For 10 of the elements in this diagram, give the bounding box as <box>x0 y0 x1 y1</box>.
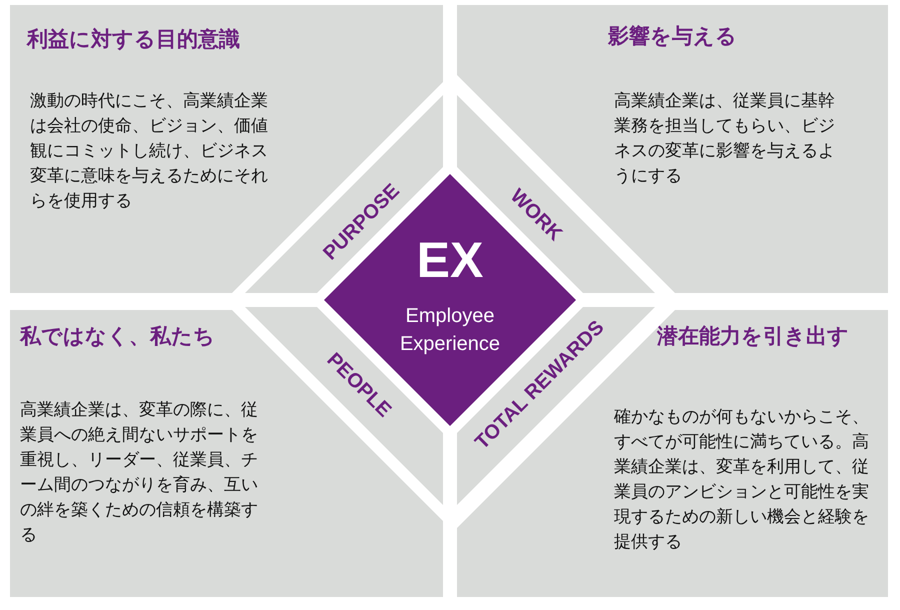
panel-text: 確かなものが何もないからこそ、すべてが可能性に満ちている。高業績企業は、変革を利用して、従業員のアンビションと可能性を実現するための新しい機会と経験を提供する <box>614 406 870 554</box>
center-subtitle: Employee Experience <box>398 304 502 357</box>
panel-heading: 潜在能力を引き出す <box>657 323 849 350</box>
panel-heading: 私ではなく、私たち <box>20 323 215 350</box>
center-title: EX <box>416 232 484 288</box>
panel-text: 激動の時代にこそ、高業績企業は会社の使命、ビジョン、価値観にコミットし続け、ビジネス変革に意味を与えるためにそれらを使用する <box>30 90 269 213</box>
panel-text: 高業績企業は、変革の際に、従業員への絶え間ないサポートを重視し、リーダー、従業員、チーム間のつながりを育み、互いの絆を築くための信頼を構築する <box>20 399 259 547</box>
panel-heading: 影響を与える <box>608 24 737 48</box>
panel-text: 高業績企業は、従業員に基幹業務を担当してもらい、ビジネスの変革に影響を与えるようにする <box>614 90 836 188</box>
panel-heading: 利益に対する目的意識 <box>27 26 240 53</box>
